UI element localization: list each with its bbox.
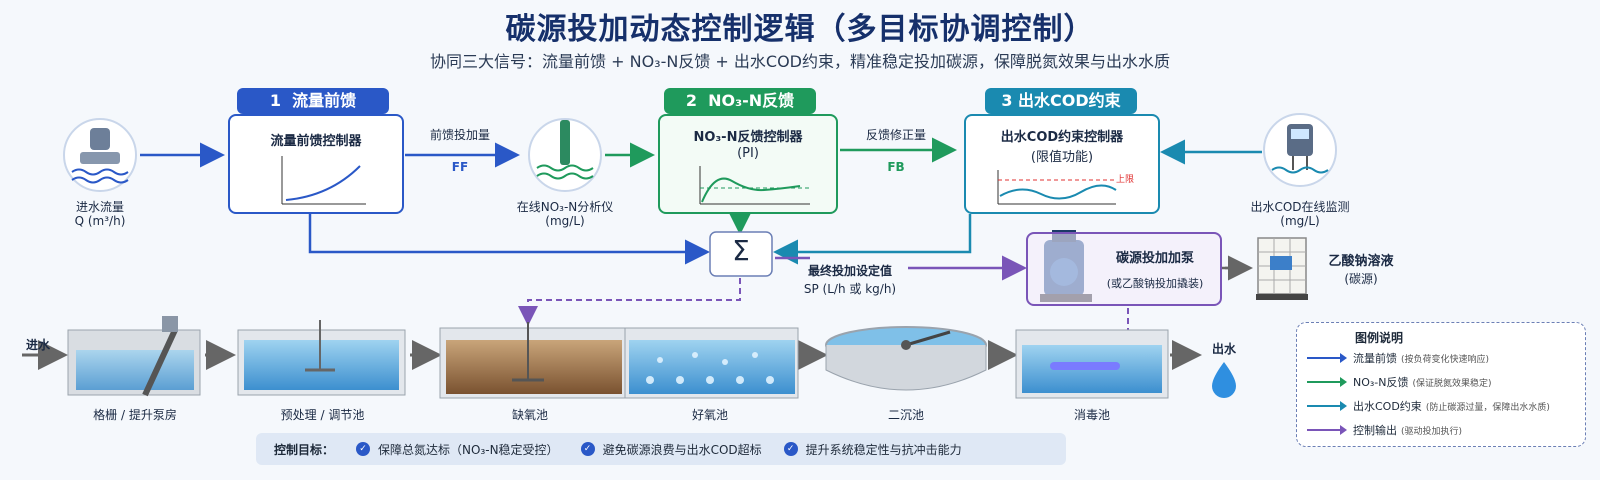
- legend-line-blue: [1307, 353, 1347, 363]
- setpoint-unit: SP (L/h 或 kg/h): [803, 282, 897, 296]
- tank-icon: [1256, 237, 1308, 300]
- tag-num: 3: [1001, 91, 1013, 110]
- tag-no3-feedback: 2 NO₃-N反馈: [664, 88, 816, 114]
- legend-line-teal: [1307, 401, 1347, 411]
- cod-to-sum-arrow: [773, 214, 972, 265]
- legend-label: 出水COD约束: [1353, 400, 1422, 413]
- tag-label: 出水COD约束: [1018, 91, 1121, 110]
- sum-symbol: Σ: [732, 234, 750, 267]
- ff-curve-chart: [281, 156, 366, 205]
- cod-monitor-label: 出水COD在线监测: [1250, 200, 1350, 214]
- goal-item: ✓ 避免碳源浪费与出水COD超标: [580, 441, 762, 458]
- unit-screen: 格栅 / 提升泵房: [93, 408, 177, 422]
- pump-sub: (或乙酸钠投加撬装): [1106, 277, 1204, 290]
- aerobic-tank: [624, 327, 799, 399]
- fb-controller-title: NO₃-N反馈控制器: [693, 130, 803, 145]
- cod-controller: 出水COD约束控制器 (限值功能) 上限: [964, 114, 1160, 214]
- unit-anoxic: 缺氧池: [511, 408, 548, 422]
- legend-item-fb: NO₃-N反馈(保证脱氮效果稳定): [1307, 373, 1492, 391]
- inflow-unit: Q (m³/h): [74, 214, 126, 228]
- tag-num: 1: [269, 91, 281, 110]
- dose-dashed-arrow: [518, 278, 741, 326]
- inflow-label: 进水流量: [75, 200, 124, 214]
- check-icon: ✓: [356, 442, 371, 456]
- no3-analyzer-label: 在线NO₃-N分析仪: [516, 200, 614, 214]
- fb-controller: NO₃-N反馈控制器 (PI): [658, 114, 838, 214]
- fb-curve-chart: [699, 166, 810, 205]
- legend-title: 图例说明: [1355, 331, 1404, 345]
- setpoint-label: 最终投加设定值: [807, 264, 892, 278]
- legend-item-cod: 出水COD约束(防止碳源过量，保障出水水质): [1307, 397, 1550, 415]
- ff-controller: 流量前馈控制器: [228, 114, 404, 214]
- cod-controller-title: 出水COD约束控制器: [1000, 130, 1124, 145]
- ff-signal-code: FF: [451, 160, 469, 174]
- inlet-label: 进水: [25, 338, 50, 352]
- pump-box: [1026, 232, 1222, 306]
- goal-text: 提升系统稳定性与抗冲击能力: [805, 442, 962, 457]
- legend-note: (保证脱氮效果稳定): [1412, 378, 1492, 389]
- legend: 图例说明 流量前馈 (按负荷变化快速响应) NO₃-N反馈(保证脱氮效果稳定) 出…: [1296, 322, 1586, 447]
- fb-controller-sub: (PI): [737, 146, 759, 161]
- tag-label: NO₃-N反馈: [708, 91, 795, 110]
- tag-num: 2: [685, 91, 697, 110]
- legend-item-output: 控制输出 (驱动投加执行): [1307, 421, 1462, 439]
- legend-line-green: [1307, 377, 1347, 387]
- page-subtitle: 协同三大信号：流量前馈 + NO₃-N反馈 + 出水COD约束，精准稳定投加碳源…: [430, 52, 1170, 71]
- goal-text: 避免碳源浪费与出水COD超标: [602, 442, 762, 457]
- unit-disinfection: 消毒池: [1073, 408, 1110, 422]
- page-title: 碳源投加动态控制逻辑（多目标协调控制）: [505, 12, 1095, 47]
- pretreatment-tank: [237, 320, 406, 396]
- ff-to-sum-arrow: [308, 214, 710, 265]
- goal-text: 保障总氮达标（NO₃-N稳定受控）: [378, 442, 559, 457]
- legend-line-purple: [1307, 425, 1347, 435]
- sum-box: [709, 231, 773, 277]
- source-sub: (碳源): [1344, 272, 1378, 286]
- goal-item: ✓ 保障总氮达标（NO₃-N稳定受控）: [356, 441, 559, 458]
- ff-signal-label: 前馈投加量: [429, 128, 490, 142]
- tag-flow-feedforward: 1 流量前馈: [237, 88, 389, 114]
- legend-item-ff: 流量前馈 (按负荷变化快速响应): [1307, 349, 1489, 367]
- screen-tank: [67, 316, 201, 397]
- cod-limit-label: 上限: [1116, 175, 1135, 185]
- flowmeter-icon: [63, 118, 137, 192]
- outlet-label: 出水: [1211, 342, 1236, 356]
- tag-cod-constraint: 3 出水COD约束: [985, 88, 1137, 114]
- cod-monitor-unit: (mg/L): [1280, 214, 1320, 228]
- legend-note: (防止碳源过量，保障出水水质): [1425, 402, 1550, 413]
- check-icon: ✓: [580, 442, 595, 456]
- no3-analyzer-unit: (mg/L): [545, 214, 585, 228]
- anoxic-tank: [439, 322, 626, 399]
- unit-clarifier: 二沉池: [887, 408, 924, 422]
- tag-label: 流量前馈: [292, 91, 357, 110]
- disinfection-tank: [1015, 329, 1169, 399]
- unit-aerobic: 好氧池: [691, 408, 728, 422]
- goals-title: 控制目标：: [274, 442, 335, 457]
- cod-monitor-icon: [1263, 113, 1337, 187]
- clarifier-tank: [825, 326, 987, 391]
- legend-label: 流量前馈: [1353, 352, 1397, 365]
- cod-controller-sub: (限值功能): [1030, 150, 1094, 165]
- water-drop-icon: [1212, 362, 1236, 398]
- legend-note: (按负荷变化快速响应): [1401, 354, 1490, 365]
- cod-curve-chart: [997, 170, 1117, 205]
- fb-signal-label: 反馈修正量: [865, 128, 926, 142]
- pump-title: 碳源投加加泵: [1115, 251, 1194, 266]
- unit-pretreatment: 预处理 / 调节池: [280, 408, 365, 422]
- ff-controller-title: 流量前馈控制器: [270, 134, 362, 149]
- source-title: 乙酸钠溶液: [1328, 254, 1394, 269]
- legend-note: (驱动投加执行): [1401, 426, 1463, 437]
- fb-signal-code: FB: [887, 160, 905, 174]
- control-goals-bar: 控制目标： ✓ 保障总氮达标（NO₃-N稳定受控） ✓ 避免碳源浪费与出水COD超标…: [256, 433, 1066, 465]
- legend-label: 控制输出: [1353, 424, 1397, 437]
- goal-item: ✓ 提升系统稳定性与抗冲击能力: [783, 441, 962, 458]
- probe-icon: [528, 118, 602, 192]
- check-icon: ✓: [783, 442, 798, 456]
- legend-label: NO₃-N反馈: [1353, 376, 1409, 389]
